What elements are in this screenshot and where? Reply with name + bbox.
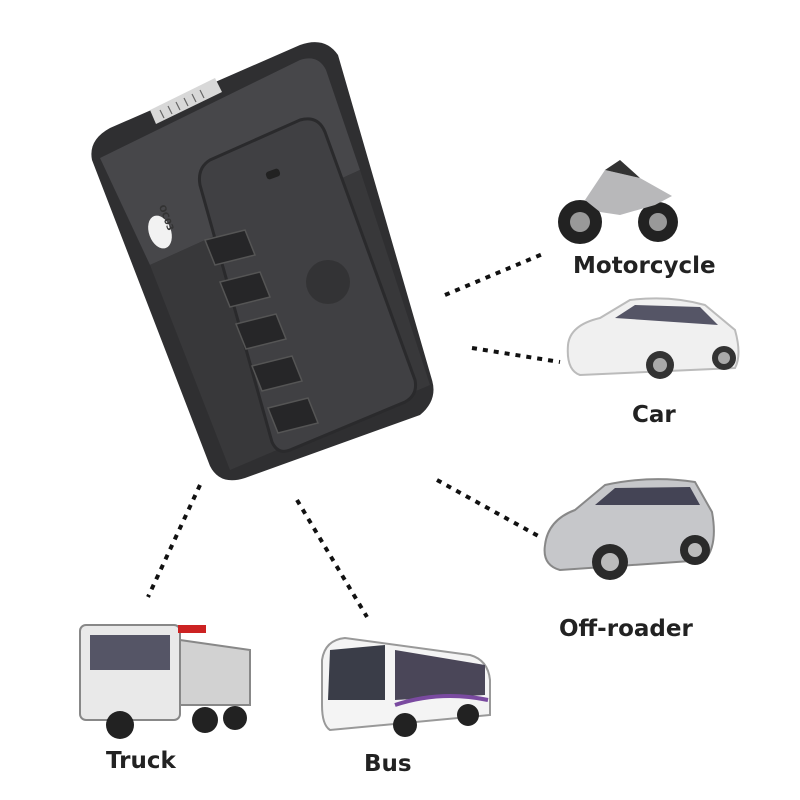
connector-bus: [295, 498, 369, 619]
label-bus: Bus: [364, 751, 412, 777]
gps-tracker-device: [91, 42, 434, 481]
truck-image: [79, 624, 251, 739]
connector-off-roader: [436, 478, 541, 539]
connector-motorcycle: [444, 251, 546, 297]
car-image: [566, 297, 740, 379]
label-off-roader: Off-roader: [559, 616, 693, 642]
label-car: Car: [632, 402, 676, 428]
connector-truck: [146, 484, 202, 598]
label-truck: Truck: [106, 748, 176, 774]
motorcycle-image: [558, 160, 678, 244]
connector-car: [471, 346, 561, 364]
bus-image: [321, 636, 491, 737]
off-roader-image: [543, 478, 715, 580]
label-motorcycle: Motorcycle: [573, 253, 716, 279]
